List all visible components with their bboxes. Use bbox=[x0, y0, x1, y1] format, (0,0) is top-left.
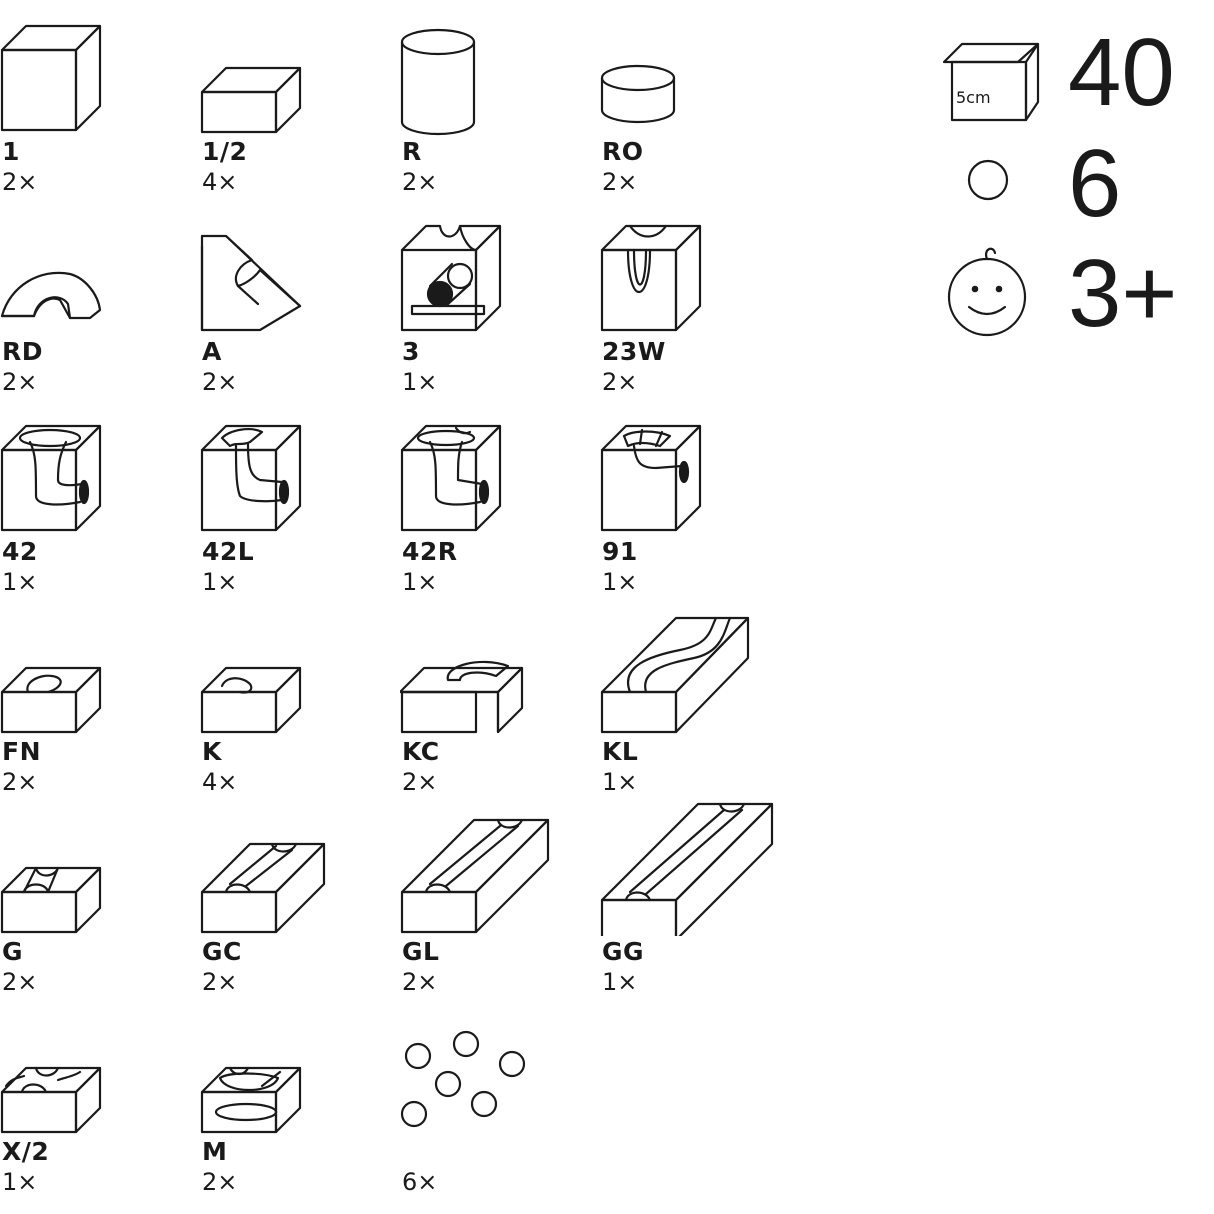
block-count: 40 bbox=[1068, 19, 1175, 126]
child-age-icon bbox=[947, 247, 1027, 337]
piece-code: GC bbox=[202, 937, 242, 966]
marble-icon bbox=[967, 159, 1009, 201]
piece-code: KL bbox=[602, 737, 639, 766]
block-size-icon bbox=[942, 42, 1040, 122]
cylinder-block-icon bbox=[400, 28, 476, 136]
piece-code: K bbox=[202, 737, 222, 766]
piece-code: 1/2 bbox=[202, 137, 248, 166]
slab-k-block-icon bbox=[200, 666, 302, 734]
piece-code: A bbox=[202, 337, 222, 366]
piece-code: 42 bbox=[2, 537, 38, 566]
piece-quantity: 2× bbox=[2, 768, 38, 796]
funnel-block-icon bbox=[0, 424, 102, 532]
cube-23w-block-icon bbox=[600, 224, 702, 332]
piece-code: 1 bbox=[2, 137, 20, 166]
piece-quantity: 2× bbox=[202, 1168, 238, 1196]
piece-quantity: 4× bbox=[202, 768, 238, 796]
groove-4-block-icon bbox=[600, 802, 774, 936]
slab-kl-block-icon bbox=[600, 616, 750, 734]
piece-quantity: 6× bbox=[402, 1168, 438, 1196]
piece-quantity: 1× bbox=[2, 1168, 38, 1196]
piece-quantity: 1× bbox=[402, 568, 438, 596]
disc-block-icon bbox=[600, 64, 676, 124]
groove-3-block-icon bbox=[400, 818, 550, 934]
piece-quantity: 2× bbox=[2, 968, 38, 996]
piece-quantity: 4× bbox=[202, 168, 238, 196]
cross-block-icon bbox=[0, 1066, 102, 1134]
funnel-r-block-icon bbox=[400, 424, 502, 532]
piece-quantity: 2× bbox=[202, 968, 238, 996]
age-range: 3+ bbox=[1068, 240, 1178, 347]
piece-code: GL bbox=[402, 937, 440, 966]
cube-3-block-icon bbox=[400, 224, 502, 332]
piece-quantity: 2× bbox=[2, 368, 38, 396]
marble-count: 6 bbox=[1068, 130, 1122, 237]
arch-block-icon bbox=[0, 271, 102, 320]
piece-code: X/2 bbox=[2, 1137, 50, 1166]
piece-code: GG bbox=[602, 937, 645, 966]
marbles-block-icon bbox=[400, 1030, 526, 1128]
piece-quantity: 1× bbox=[602, 568, 638, 596]
piece-quantity: 2× bbox=[202, 368, 238, 396]
piece-code: G bbox=[2, 937, 24, 966]
piece-code: M bbox=[202, 1137, 228, 1166]
set-summary: 5cm 40 6 3+ bbox=[940, 20, 1210, 350]
piece-quantity: 2× bbox=[2, 168, 38, 196]
piece-quantity: 2× bbox=[402, 168, 438, 196]
piece-quantity: 1× bbox=[402, 368, 438, 396]
ramp-block-icon bbox=[200, 234, 302, 332]
piece-quantity: 1× bbox=[202, 568, 238, 596]
cube-block-icon bbox=[0, 24, 102, 132]
slab-fn-block-icon bbox=[0, 666, 102, 734]
piece-code: RD bbox=[2, 337, 44, 366]
piece-quantity: 1× bbox=[602, 968, 638, 996]
piece-quantity: 2× bbox=[402, 968, 438, 996]
cube-91-block-icon bbox=[600, 424, 702, 532]
slab-kc-block-icon bbox=[400, 660, 524, 734]
piece-code: 91 bbox=[602, 537, 638, 566]
piece-code: 42R bbox=[402, 537, 458, 566]
piece-marbles: 6× bbox=[400, 1002, 600, 1196]
piece-quantity: 2× bbox=[602, 168, 638, 196]
piece-quantity: 1× bbox=[602, 768, 638, 796]
mill-block-icon bbox=[200, 1066, 302, 1134]
groove-2-block-icon bbox=[200, 842, 326, 934]
piece-quantity: 2× bbox=[402, 768, 438, 796]
funnel-l-block-icon bbox=[200, 424, 302, 532]
piece-quantity: 1× bbox=[2, 568, 38, 596]
piece-code: 42L bbox=[202, 537, 255, 566]
piece-code: 23W bbox=[602, 337, 666, 366]
block-size-label: 5cm bbox=[956, 88, 991, 107]
piece-code: 3 bbox=[402, 337, 420, 366]
piece-code: FN bbox=[2, 737, 42, 766]
piece-code: R bbox=[402, 137, 422, 166]
piece-quantity: 2× bbox=[602, 368, 638, 396]
groove-1-block-icon bbox=[0, 866, 102, 934]
half-block-icon bbox=[200, 66, 302, 134]
piece-code: RO bbox=[602, 137, 644, 166]
piece-code: KC bbox=[402, 737, 440, 766]
